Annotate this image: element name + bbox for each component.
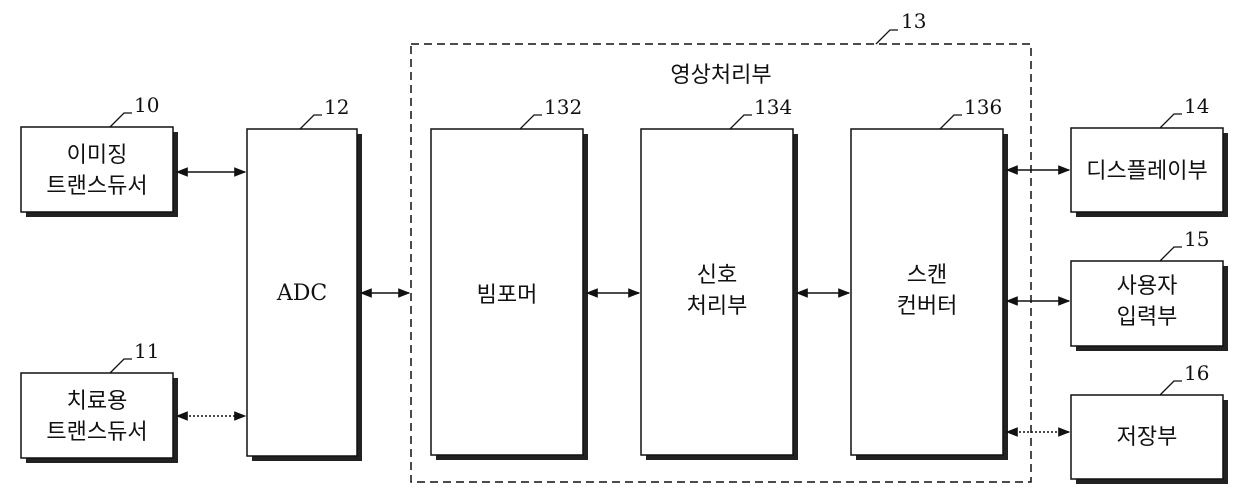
- therapy-transducer-label-line2: 트랜스듀서: [46, 420, 147, 445]
- display-ref: 14: [1184, 94, 1209, 118]
- scan-converter-ref: 136: [964, 95, 1002, 119]
- beamformer-ref: 132: [544, 95, 582, 119]
- therapy-transducer-block: 치료용 트랜스듀서 11: [21, 339, 178, 463]
- storage-ref: 16: [1184, 361, 1209, 385]
- adc-block: ADC 12: [247, 95, 362, 461]
- imaging-transducer-ref: 10: [134, 93, 159, 117]
- beamformer-block: 빔포머 132: [431, 95, 588, 460]
- signal-processor-block: 신호 처리부 134: [641, 95, 798, 460]
- scan-converter-label-line2: 컨버터: [897, 294, 958, 319]
- storage-label: 저장부: [1117, 425, 1178, 450]
- therapy-transducer-ref: 11: [134, 339, 159, 363]
- display-block: 디스플레이부 14: [1071, 94, 1228, 217]
- imaging-transducer-block: 이미징 트랜스듀서 10: [21, 93, 178, 217]
- image-processor-title: 영상처리부: [670, 63, 771, 88]
- beamformer-label: 빔포머: [477, 283, 538, 308]
- user-input-label-line1: 사용자: [1117, 274, 1178, 299]
- image-processor-ref: 13: [901, 9, 926, 33]
- scan-converter-label-line1: 스캔: [907, 263, 947, 288]
- signal-processor-label-line2: 처리부: [687, 294, 748, 319]
- signal-processor-label-line1: 신호: [697, 263, 737, 288]
- signal-processor-ref: 134: [754, 95, 792, 119]
- user-input-ref: 15: [1184, 227, 1209, 251]
- imaging-transducer-label-line2: 트랜스듀서: [46, 174, 147, 199]
- user-input-label-line2: 입력부: [1117, 305, 1178, 330]
- scan-converter-block: 스캔 컨버터 136: [851, 95, 1008, 460]
- storage-block: 저장부 16: [1071, 361, 1228, 484]
- imaging-transducer-label-line1: 이미징: [67, 143, 128, 168]
- adc-label: ADC: [276, 281, 327, 306]
- therapy-transducer-label-line1: 치료용: [67, 389, 128, 414]
- display-label: 디스플레이부: [1086, 159, 1207, 184]
- user-input-block: 사용자 입력부 15: [1071, 227, 1228, 351]
- adc-ref: 12: [324, 95, 349, 119]
